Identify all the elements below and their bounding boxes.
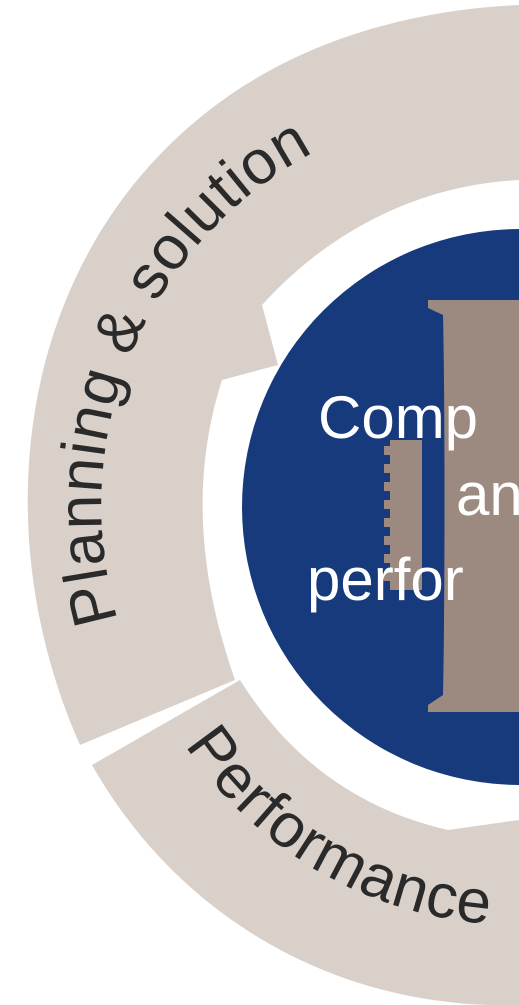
segment-performance [92,680,519,1005]
chip-pin [384,572,418,581]
chip-pins [384,446,418,581]
chip-pin [384,536,418,545]
chip-pin [384,554,418,563]
core-line-3: perfor [307,546,464,613]
chip-icon [384,300,519,712]
chip-pin [384,482,418,491]
core-line-1: Comp [318,384,478,451]
chip-pin [384,500,418,509]
core-line-2: an [456,461,519,528]
segment-planning [27,5,519,745]
chip-pin [384,464,418,473]
chip-pin [384,518,418,527]
chip-pin [384,446,418,455]
